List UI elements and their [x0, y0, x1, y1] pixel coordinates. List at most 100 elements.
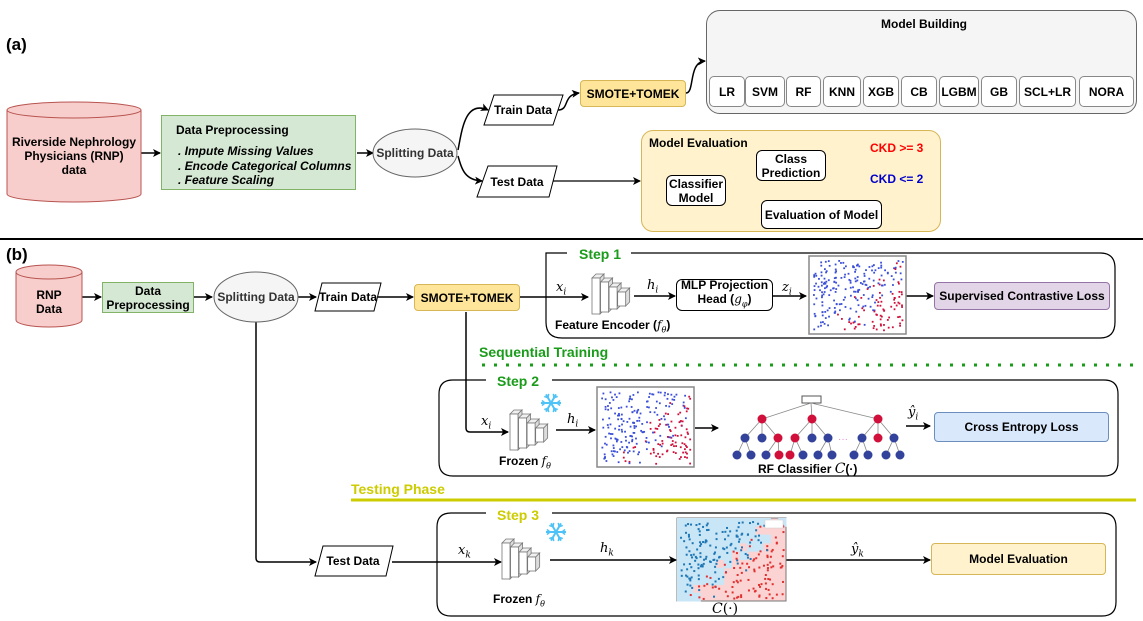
scatter-point	[711, 586, 714, 589]
tree-node	[849, 450, 859, 460]
source-line: Physicians (RNP)	[24, 149, 124, 163]
scatter-point	[813, 289, 816, 291]
scatter-point	[611, 453, 614, 456]
scatter-point	[738, 538, 741, 541]
scatter-point	[702, 562, 705, 565]
scatter-point	[638, 419, 641, 422]
scatter-point	[765, 597, 768, 600]
scatter-point	[697, 574, 700, 577]
scatter-point	[834, 271, 837, 274]
scatter-point	[874, 301, 876, 304]
scatter-point	[854, 290, 857, 293]
scatter-point	[673, 395, 676, 398]
scatter-point	[652, 447, 655, 450]
scatter-point	[729, 530, 732, 533]
input-symbol: xi	[481, 414, 492, 432]
scatter-point	[813, 275, 816, 278]
scatter-point	[746, 554, 749, 557]
scatter-point	[718, 555, 721, 558]
scatter-point	[897, 281, 900, 284]
scatter-point	[726, 551, 729, 554]
scatter-point	[697, 563, 700, 566]
scatter-point	[689, 397, 692, 400]
scatter-point	[682, 404, 685, 407]
classifier-symbol: C(·)	[712, 601, 739, 617]
scatter-point	[844, 265, 847, 268]
scatter-point	[640, 429, 643, 432]
scatter-point	[604, 442, 606, 445]
scatter-point	[699, 544, 702, 547]
scatter-point	[740, 533, 743, 536]
scatter-point	[700, 563, 703, 566]
scatter-point	[824, 282, 827, 285]
scatter-point	[766, 554, 769, 557]
scatter-point	[729, 560, 732, 563]
scatter-point	[645, 437, 648, 439]
scatter-point	[828, 315, 830, 318]
scatter-point	[685, 546, 688, 549]
scatter-point	[753, 558, 756, 561]
scatter-point	[635, 425, 638, 428]
scatter-point	[825, 270, 828, 273]
scatter-point	[871, 265, 874, 268]
scatter-point	[672, 434, 675, 437]
tree-node	[823, 433, 833, 443]
scatter-point	[898, 282, 900, 285]
scatter-point	[635, 437, 637, 440]
scatter-point	[758, 534, 761, 537]
scatter-point	[663, 415, 665, 418]
scatter-point	[698, 530, 701, 533]
scatter-point	[628, 398, 631, 400]
scatter-point	[815, 297, 818, 300]
scatter-point	[881, 294, 884, 297]
scatter-point	[683, 540, 686, 543]
scatter-point	[767, 588, 770, 591]
scatter-point	[764, 582, 767, 585]
smote-tomek-b: SMOTE+TOMEK	[414, 284, 520, 311]
scatter-point	[873, 309, 876, 312]
scatter-point	[651, 393, 654, 396]
scatter-point	[758, 583, 761, 586]
scatter-point	[698, 533, 701, 536]
scatter-point	[630, 406, 633, 408]
scatter-point	[670, 420, 673, 423]
scatter-point	[752, 521, 755, 524]
scatter-point	[895, 304, 898, 307]
scatter-point	[863, 280, 866, 283]
preprocessing-title: Data Preprocessing	[176, 123, 289, 137]
scatter-point	[652, 448, 655, 451]
scatter-point	[769, 555, 772, 558]
scatter-point	[735, 557, 738, 560]
scatter-point	[833, 307, 836, 309]
scatter-point	[629, 395, 632, 398]
scatter-point	[692, 553, 695, 556]
scatter-point	[827, 260, 830, 263]
scatter-point	[695, 524, 698, 527]
tree-node	[798, 450, 808, 460]
scatter-point	[682, 451, 685, 454]
scatter-point	[632, 394, 635, 396]
scatter-point	[878, 291, 881, 294]
scatter-point	[607, 408, 610, 411]
tree-node	[785, 450, 795, 460]
scatter-point	[849, 286, 852, 289]
scatter-point	[643, 430, 646, 433]
scatter-point	[849, 281, 852, 284]
scatter-point	[622, 451, 625, 454]
scatter-point	[726, 526, 729, 529]
scatter-point	[868, 266, 871, 268]
scatter-point	[721, 530, 724, 533]
scatter-point	[766, 549, 769, 552]
scatter-point	[636, 391, 639, 394]
scatter-point	[771, 583, 774, 586]
scatter-point	[608, 402, 611, 404]
source-line: data	[61, 163, 87, 177]
model-box-cb: CB	[901, 76, 937, 107]
scatter-point	[754, 535, 757, 538]
scatter-point	[709, 544, 712, 547]
scatter-point	[646, 400, 648, 403]
scatter-point	[709, 560, 712, 563]
scatter-point	[697, 528, 700, 531]
scatter-point	[658, 419, 661, 421]
scatter-point	[667, 413, 669, 416]
